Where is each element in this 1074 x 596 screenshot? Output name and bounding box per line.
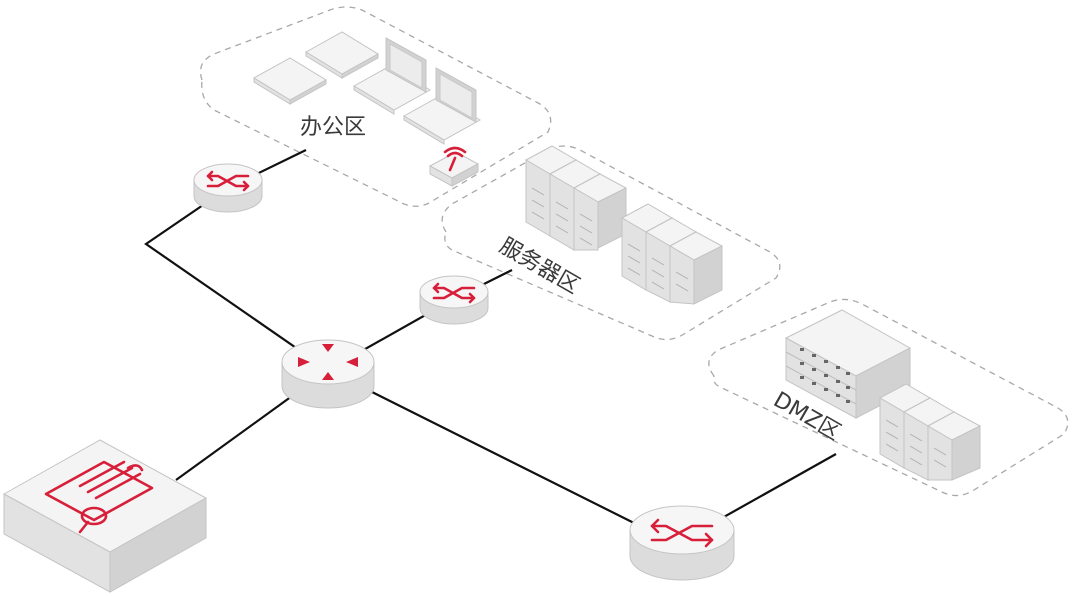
audit-appliance[interactable]: [2, 439, 208, 593]
tablet-device: [305, 31, 379, 79]
laptop-device: [403, 67, 481, 145]
link-router-dmz-switch: [327, 369, 661, 537]
dmz-appliance-stack: [784, 309, 912, 419]
dmz-server-rack-group: [878, 383, 982, 481]
wifi-ap-icon: [428, 146, 480, 187]
link-office-switch-uplink: [144, 187, 329, 371]
switch-icon[interactable]: [419, 275, 489, 325]
router-icon[interactable]: [281, 339, 375, 409]
zone-server: [441, 145, 781, 341]
audit-search-icon: [44, 460, 154, 534]
laptop-device: [353, 37, 431, 115]
server-rack-group: [524, 145, 724, 305]
zone-label-office: 办公区: [300, 115, 366, 140]
switch-icon[interactable]: [629, 505, 735, 581]
switch-icon[interactable]: [193, 163, 263, 213]
tablet-device: [253, 57, 327, 105]
